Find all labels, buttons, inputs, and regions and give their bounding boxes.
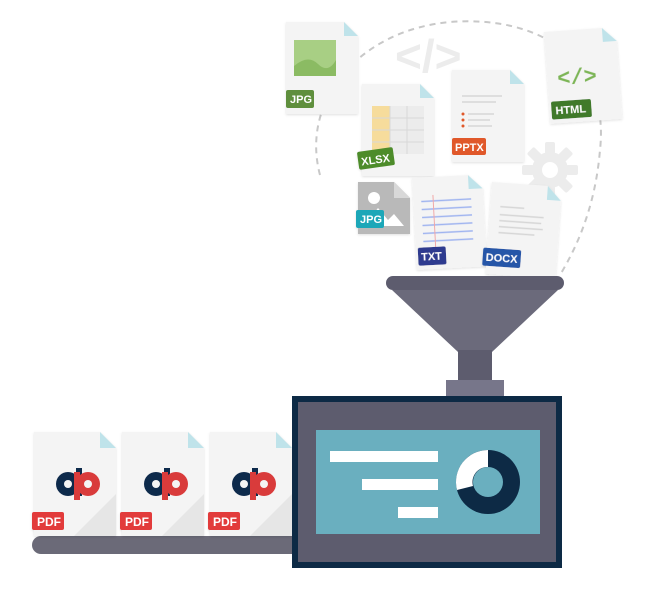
jpg2-badge-label: JPG [360,214,382,226]
html-badge-label: HTML [555,103,587,117]
app-logo-icon [56,468,100,500]
docx-badge-label: DOCX [485,252,518,266]
image-file-icon: JPG [356,182,410,234]
pdf-file-icon: PDF [120,432,204,536]
txt-badge [417,246,447,266]
jpg-badge [286,90,314,108]
pdf-badge [120,512,152,530]
donut-chart-icon [455,450,520,514]
pptx-badge-label: PPTX [455,142,484,154]
xlsx-badge [357,147,395,170]
funnel [386,276,564,398]
xlsx-file-icon: XLSX [357,84,434,176]
pdf-badge-label: PDF [213,515,237,529]
pdf-badge-label: PDF [37,515,61,529]
docx-badge [482,247,522,269]
pdf-badge-label: PDF [125,515,149,529]
html-code-glyph: </> [556,64,597,92]
pdf-badge [32,512,64,530]
pdf-file-icon: PDF [32,432,116,536]
jpg2-badge [356,210,384,228]
converter-machine [292,396,562,568]
app-logo-icon [232,468,276,500]
pptx-file-icon: PPTX [452,70,524,162]
txt-badge-label: TXT [421,251,443,264]
html-badge [551,99,592,120]
docx-file-icon: DOCX [482,182,561,279]
screen-text-lines [330,451,438,518]
txt-file-icon: TXT [412,175,487,270]
conveyor-belt [32,536,332,554]
pdf-badge [208,512,240,530]
html-file-icon: </> HTML [544,27,623,124]
dashed-orbit-path [315,20,602,276]
pdf-file-icon: PDF [208,432,292,536]
jpg-badge-label: JPG [290,94,312,106]
code-symbol-watermark: </> [395,30,462,82]
xlsx-badge-label: XLSX [361,152,392,168]
app-logo-icon [144,468,188,500]
pptx-badge [452,138,486,155]
jpg-file-icon: JPG [286,22,358,114]
